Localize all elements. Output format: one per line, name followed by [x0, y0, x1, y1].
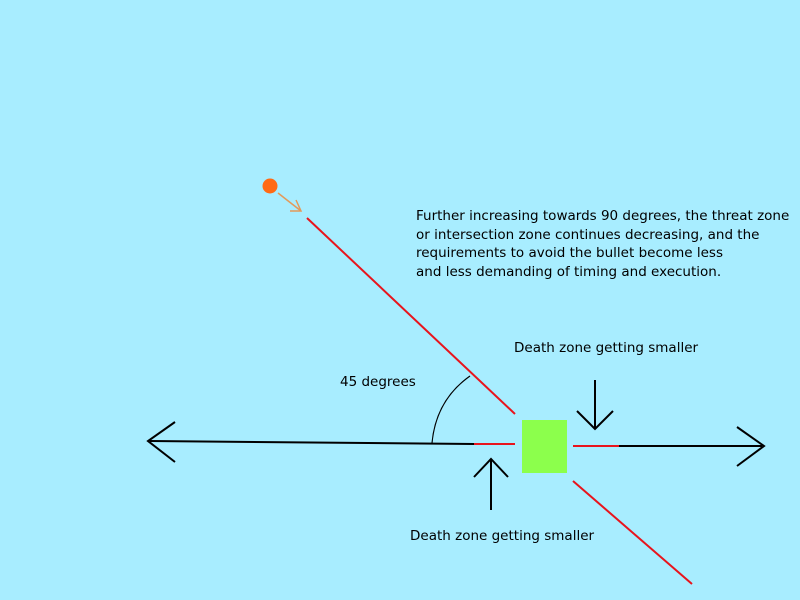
- death-zone-label-top: Death zone getting smaller: [514, 340, 699, 356]
- left-arrowhead: [146, 421, 176, 463]
- annotation-line: and less demanding of timing and executi…: [416, 263, 722, 280]
- angle-label: 45 degrees: [340, 374, 416, 390]
- annotation-line: Further increasing towards 90 degrees, t…: [416, 208, 790, 224]
- right-arrowhead: [736, 426, 766, 467]
- death-zone-label-bottom: Death zone getting smaller: [410, 528, 595, 544]
- annotation-text: Further increasing towards 90 degrees, t…: [416, 207, 789, 281]
- movement-path-left: [149, 440, 475, 445]
- angle-arc: [431, 375, 471, 444]
- bullet-trajectory-lower: [572, 480, 693, 585]
- annotation-line: requirements to avoid the bullet become …: [416, 245, 723, 261]
- death-zone-arrow-up: [473, 457, 509, 510]
- death-zone-arrow-down: [576, 380, 614, 431]
- target-square: [522, 420, 567, 473]
- bullet: [262, 178, 278, 194]
- bullet-trajectory-upper: [306, 217, 516, 415]
- annotation-line: or intersection zone continues decreasin…: [416, 226, 760, 243]
- bullet-direction-arrow: [277, 192, 303, 212]
